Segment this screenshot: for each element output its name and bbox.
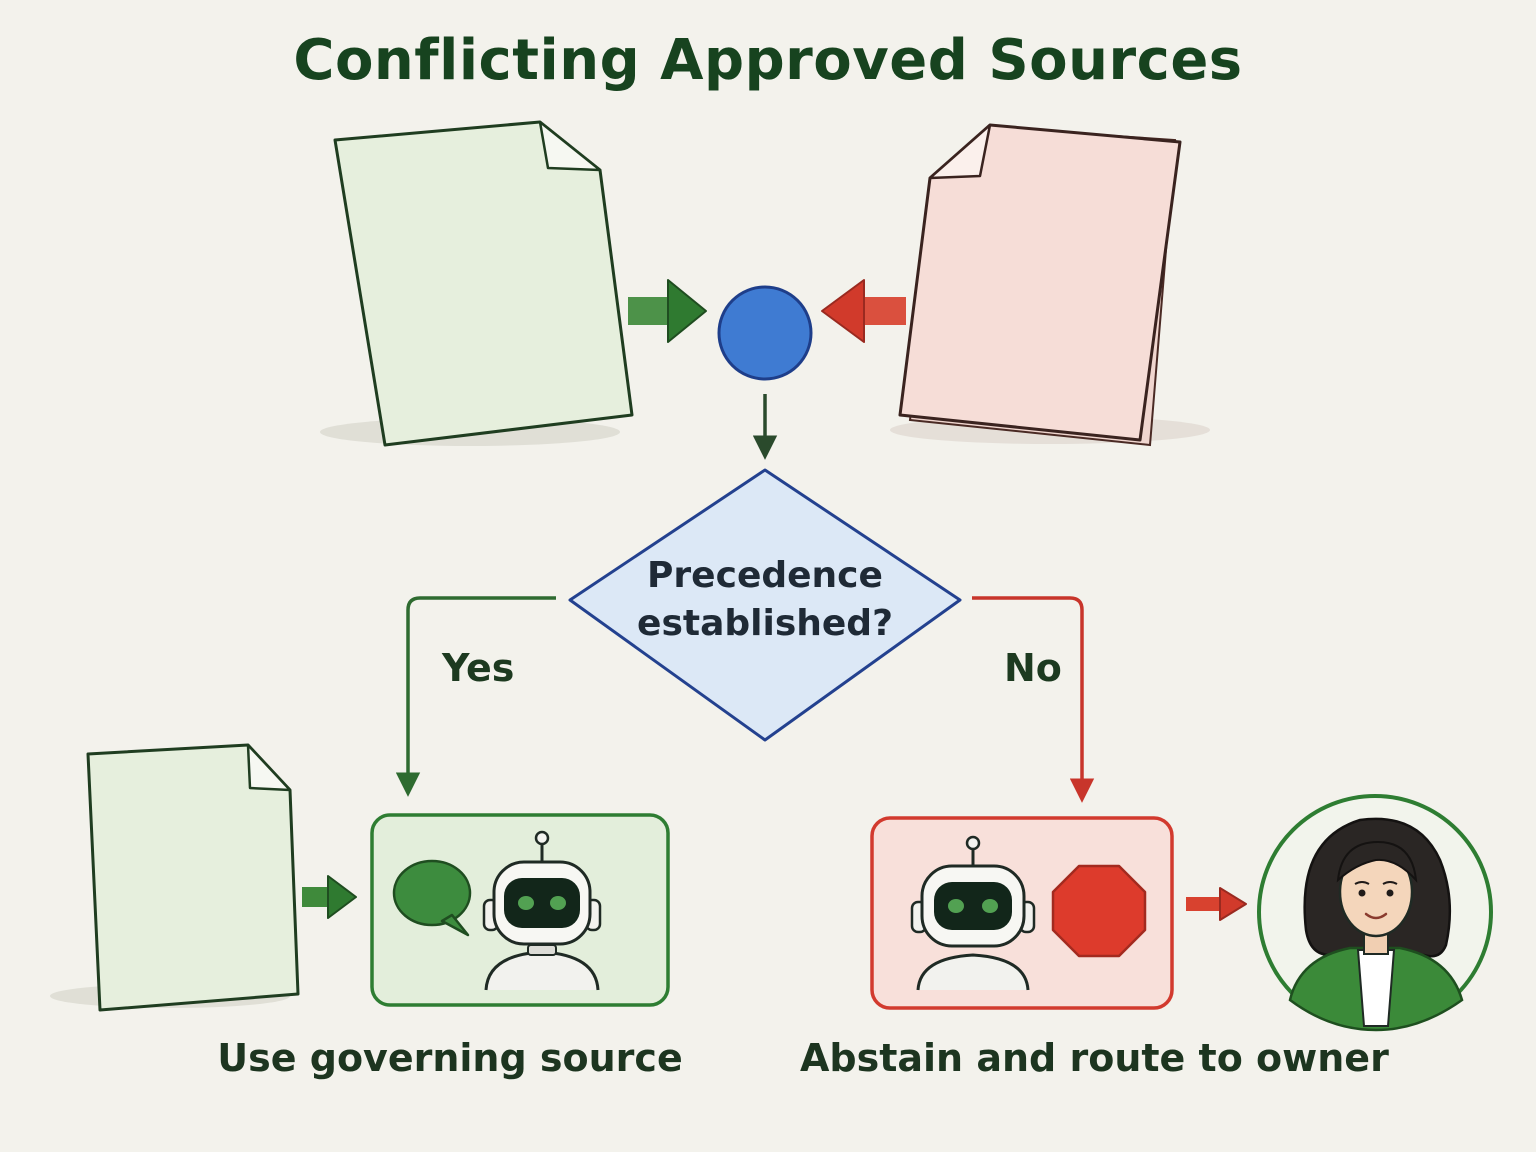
owner-person-icon [1257, 794, 1493, 1032]
use-governing-source-box [370, 813, 670, 1007]
use-governing-source-caption: Use governing source [217, 1036, 683, 1080]
decision-label-line-2: established? [637, 603, 893, 644]
red-document-icon [890, 123, 1210, 447]
abstain-box [870, 816, 1174, 1010]
decision-diamond [568, 468, 962, 742]
yes-branch-label: Yes [442, 646, 515, 690]
diagram-title: Conflicting Approved Sources [293, 28, 1243, 93]
abstain-route-caption: Abstain and route to owner [800, 1036, 1389, 1080]
speech-bubble-icon [392, 859, 472, 937]
route-to-owner-arrow [1186, 887, 1247, 921]
no-branch-label: No [1004, 646, 1062, 690]
stop-sign-icon [1051, 864, 1147, 958]
governing-source-arrow [302, 875, 357, 919]
governing-document-icon [50, 743, 300, 1012]
green-document-icon [320, 120, 634, 447]
robot-icon [482, 830, 602, 991]
decision-label-line-1: Precedence [647, 555, 883, 596]
decision-label: Precedence established? [600, 552, 930, 648]
merge-circle-icon [717, 285, 813, 381]
no-branch-connector [972, 596, 1095, 803]
yes-branch-connector [395, 596, 556, 797]
red-merge-arrow [821, 279, 906, 343]
robot-icon [910, 835, 1036, 991]
green-merge-arrow [628, 279, 707, 343]
